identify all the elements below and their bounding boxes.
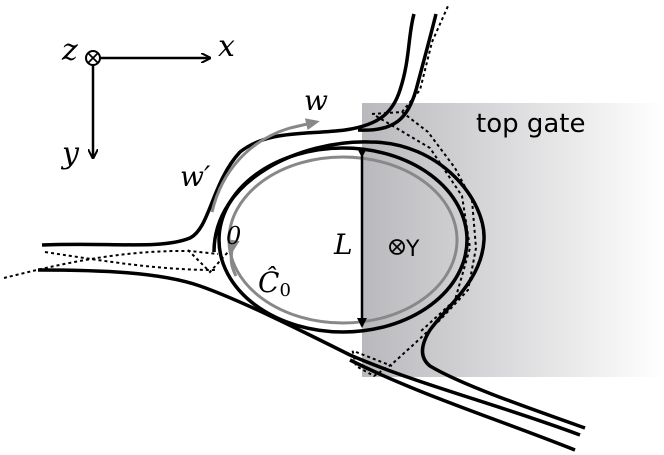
- bottom-lead-line: [349, 358, 576, 452]
- left-lower-lead-line: [37, 268, 581, 437]
- w-arrow: [210, 118, 320, 213]
- w-label: w: [304, 84, 328, 117]
- dotted-left-lead: [3, 249, 219, 279]
- gamma-marker: Y: [389, 237, 420, 262]
- c0-label-sub: 0: [279, 280, 290, 301]
- y-axis-label: y: [60, 136, 80, 171]
- length-label: L: [333, 228, 353, 261]
- w-prime-label: w′: [180, 160, 211, 193]
- dotted-left-lead-lower: [44, 251, 216, 271]
- dot-inner-ring: [217, 146, 469, 334]
- c0-label: Ĉ0: [258, 265, 291, 301]
- dotted-bottom: [355, 351, 393, 367]
- gamma-label: Y: [405, 237, 420, 262]
- right-lead-line: [357, 13, 438, 132]
- zero-label: 0: [226, 222, 241, 250]
- x-axis-label: x: [218, 29, 235, 64]
- orbit-c0-arrow: [227, 239, 240, 277]
- coordinate-axes: x y z: [60, 29, 235, 171]
- top-gate-label: top gate: [476, 109, 586, 139]
- gamma-circle-icon: [389, 239, 405, 255]
- dotted-right-edge: [351, 111, 478, 378]
- dotted-right-lead: [371, 5, 449, 115]
- z-axis-label: z: [61, 33, 78, 68]
- c0-label-main: Ĉ: [258, 265, 279, 299]
